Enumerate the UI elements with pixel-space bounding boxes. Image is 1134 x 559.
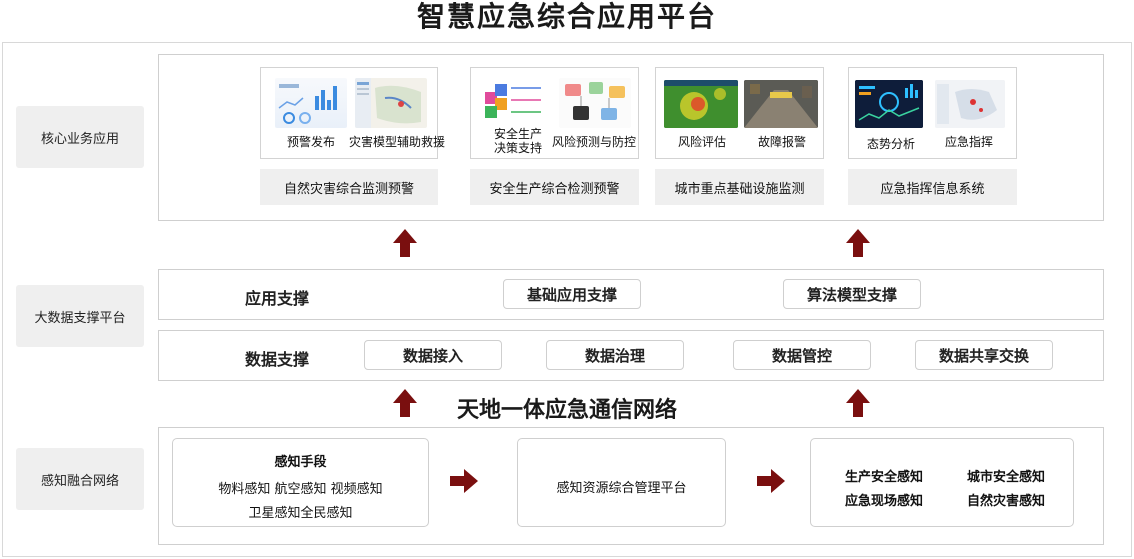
data-governance-item[interactable]: 数据治理 [546,340,684,370]
sensing-resource-platform-label: 感知资源综合管理平台 [556,481,687,496]
side-label-sensing: 感知融合网络 [16,448,144,510]
network-title: 天地一体应急通信网络 [456,398,677,423]
fault-alarm-thumbnail [744,80,818,128]
algorithm-model-support-item[interactable]: 算法模型支撑 [783,279,921,309]
right-arrow-icon [450,469,478,493]
caption-natural-disaster: 自然灾害综合监测预警 [260,169,438,205]
thumb-label-disaster-model: 灾害模型辅助救援 [349,135,446,149]
up-arrow-icon [846,389,870,417]
card-command-system[interactable]: 态势分析 应急指挥 [848,67,1017,159]
page-title: 智慧应急综合应用平台 [416,0,717,33]
production-safety-sensing: 生产安全感知 [845,470,924,485]
sensing-means-box[interactable]: 感知手段 物料感知 航空感知 视频感知 卫星感知全民感知 [172,438,429,527]
thumb-label-warning-release: 预警发布 [286,135,335,149]
natural-disaster-sensing: 自然灾害感知 [967,494,1046,509]
basic-app-support-item[interactable]: 基础应用支撑 [503,279,641,309]
caption-command-system: 应急指挥信息系统 [848,169,1017,205]
thumb-label-risk-assessment: 风险评估 [677,135,726,149]
data-access-item[interactable]: 数据接入 [364,340,502,370]
up-arrow-icon [393,389,417,417]
sensing-means-title: 感知手段 [274,455,327,470]
thumb-label-emergency-command: 应急指挥 [944,135,993,149]
thumb-label-fault-alarm: 故障报警 [757,135,806,149]
up-arrow-icon [393,229,417,257]
risk-forecast-thumbnail [559,78,631,128]
diagram-frame [2,42,1132,557]
sensing-types-box[interactable]: 生产安全感知 城市安全感知 应急现场感知 自然灾害感知 [810,438,1074,527]
emergency-command-thumbnail [935,80,1005,128]
up-arrow-icon [846,229,870,257]
thumb-label-risk-forecast: 风险预测与防控 [551,135,636,149]
card-production-safety[interactable]: 安全生产 决策支持 风险预测与防控 [470,67,639,159]
warning-dashboard-thumbnail [275,78,347,128]
urban-safety-sensing: 城市安全感知 [967,470,1046,485]
caption-infrastructure: 城市重点基础设施监测 [655,169,824,205]
side-label-core: 核心业务应用 [16,106,144,168]
data-control-item[interactable]: 数据管控 [733,340,871,370]
situation-analysis-thumbnail [855,80,923,128]
thumb-label-situation-analysis: 态势分析 [866,137,915,151]
app-support-label: 应用支撑 [245,289,310,308]
risk-assessment-thumbnail [664,80,738,128]
right-arrow-icon [757,469,785,493]
disaster-map-thumbnail [355,78,427,128]
card-natural-disaster[interactable]: 预警发布 灾害模型辅助救援 [260,67,446,159]
data-support-label: 数据支撑 [245,350,310,369]
sensing-means-line1: 物料感知 航空感知 视频感知 [218,482,383,497]
sensing-means-line2: 卫星感知全民感知 [248,506,353,521]
data-sharing-item[interactable]: 数据共享交换 [915,340,1053,370]
caption-production-safety: 安全生产综合检测预警 [470,169,639,205]
sensing-resource-platform-box[interactable]: 感知资源综合管理平台 [517,438,726,527]
side-label-bigdata: 大数据支撑平台 [16,285,144,347]
decision-support-thumbnail [481,78,545,128]
thumb-label-decision-support: 安全生产 决策支持 [493,127,542,155]
emergency-scene-sensing: 应急现场感知 [845,494,924,509]
card-infrastructure[interactable]: 风险评估 故障报警 [655,67,824,159]
